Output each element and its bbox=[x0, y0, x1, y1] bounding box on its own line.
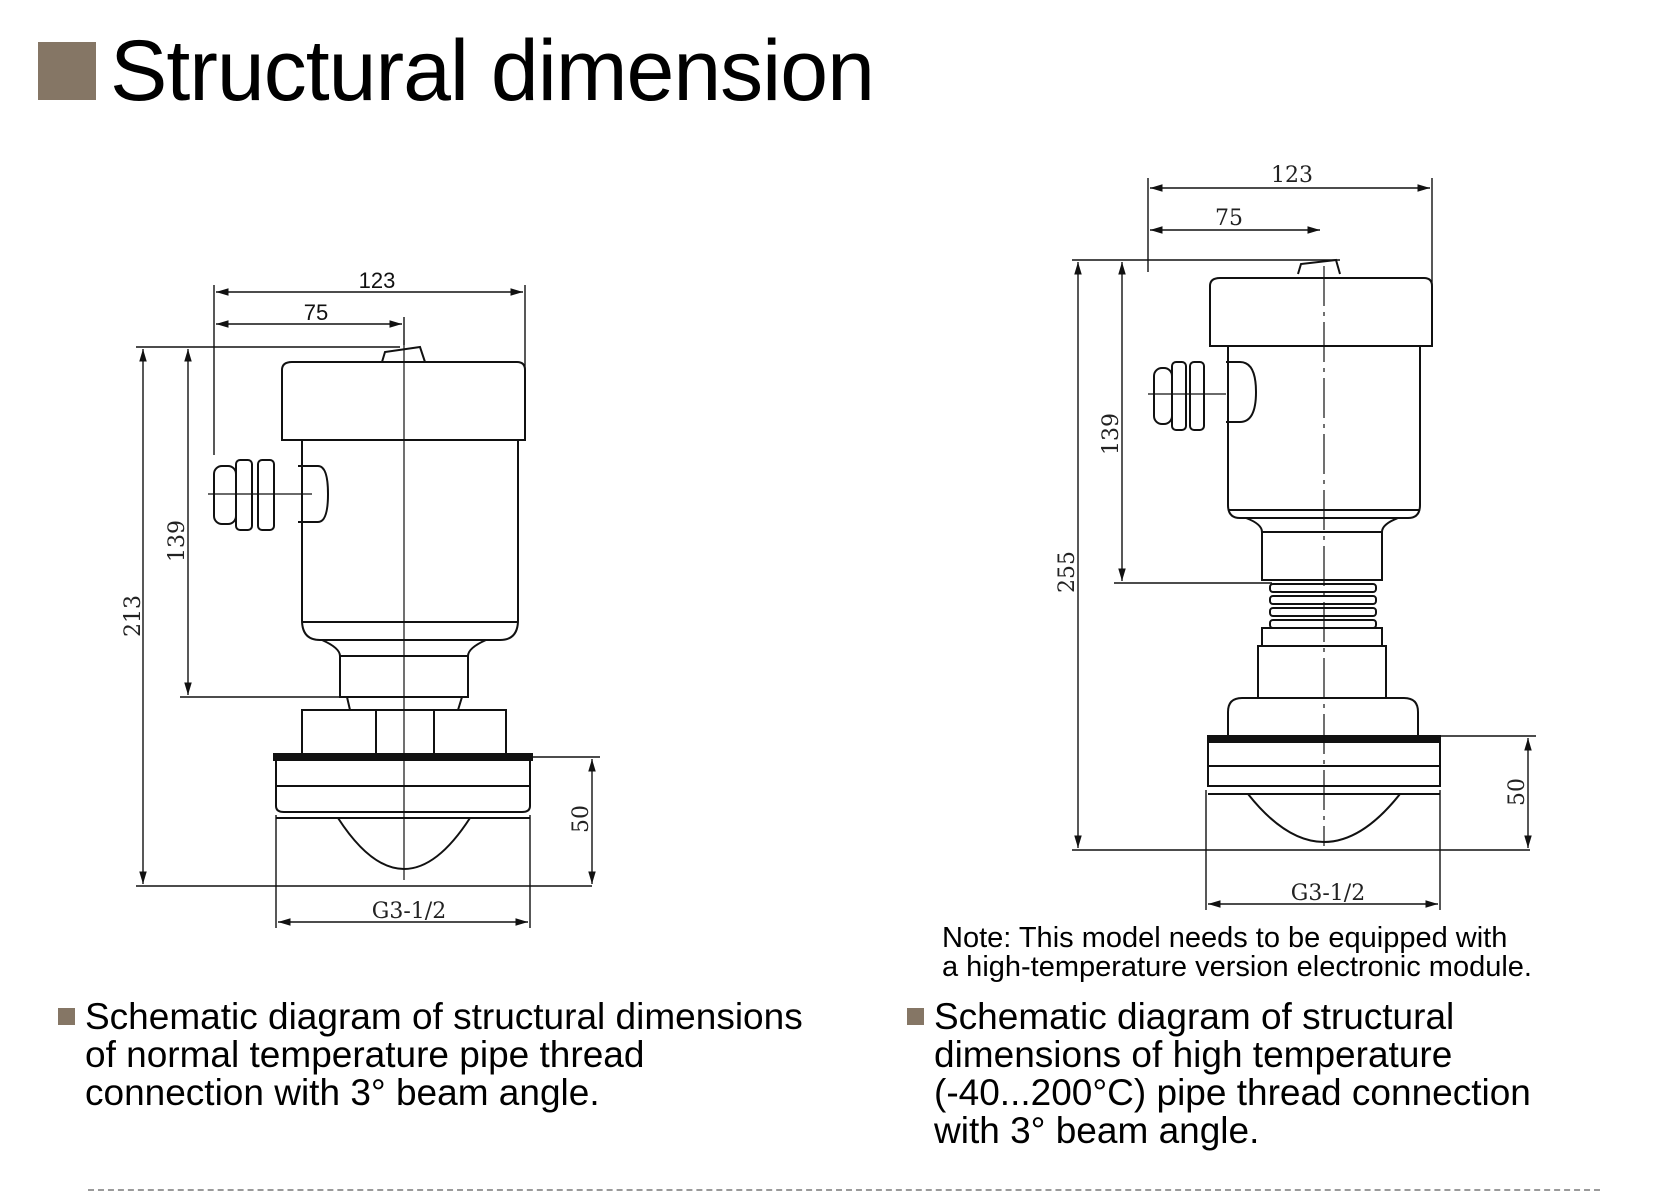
right-width-dimension-lines bbox=[1147, 178, 1433, 286]
right-offset-label: 75 bbox=[1215, 206, 1243, 231]
bullet-square-icon bbox=[58, 1008, 75, 1025]
page-title: Structural dimension bbox=[110, 23, 875, 119]
left-drawing bbox=[136, 285, 600, 928]
caption-left-text: Schematic diagram of structural dimensio… bbox=[85, 996, 803, 1113]
left-offset-label: 75 bbox=[304, 300, 328, 325]
left-height-dimension-lines bbox=[136, 346, 600, 928]
left-width-dimension-lines bbox=[213, 285, 526, 455]
caption-left: Schematic diagram of structural dimensio… bbox=[58, 998, 888, 1112]
left-total-height-label: 213 bbox=[121, 595, 146, 637]
left-housing-height-label: 139 bbox=[165, 520, 190, 562]
high-temp-note: Note: This model needs to be equipped wi… bbox=[942, 924, 1532, 982]
right-width-label: 123 bbox=[1271, 163, 1313, 188]
caption-right-text: Schematic diagram of structural dimensio… bbox=[934, 996, 1531, 1151]
right-transmitter-body bbox=[1148, 258, 1441, 843]
right-height-dimension-lines bbox=[1072, 259, 1536, 910]
bullet-square-icon bbox=[907, 1008, 924, 1025]
left-transmitter-body bbox=[208, 345, 533, 870]
right-horn-height-label: 50 bbox=[1505, 778, 1530, 806]
right-total-height-label: 255 bbox=[1055, 551, 1080, 593]
caption-right: Schematic diagram of structural dimensio… bbox=[907, 998, 1627, 1150]
right-housing-height-label: 139 bbox=[1099, 413, 1124, 455]
left-thread-label: G3-1/2 bbox=[372, 899, 446, 924]
page-header: Structural dimension bbox=[38, 23, 875, 119]
right-thread-label: G3-1/2 bbox=[1291, 881, 1365, 906]
note-line-2: a high-temperature version electronic mo… bbox=[942, 951, 1532, 983]
left-horn-height-label: 50 bbox=[569, 805, 594, 833]
footer-divider bbox=[88, 1189, 1600, 1191]
right-drawing bbox=[1072, 178, 1536, 910]
left-width-label: 123 bbox=[359, 268, 396, 293]
title-square-icon bbox=[38, 42, 96, 100]
right-cooling-fins bbox=[1269, 583, 1377, 629]
note-line-1: Note: This model needs to be equipped wi… bbox=[942, 922, 1508, 954]
